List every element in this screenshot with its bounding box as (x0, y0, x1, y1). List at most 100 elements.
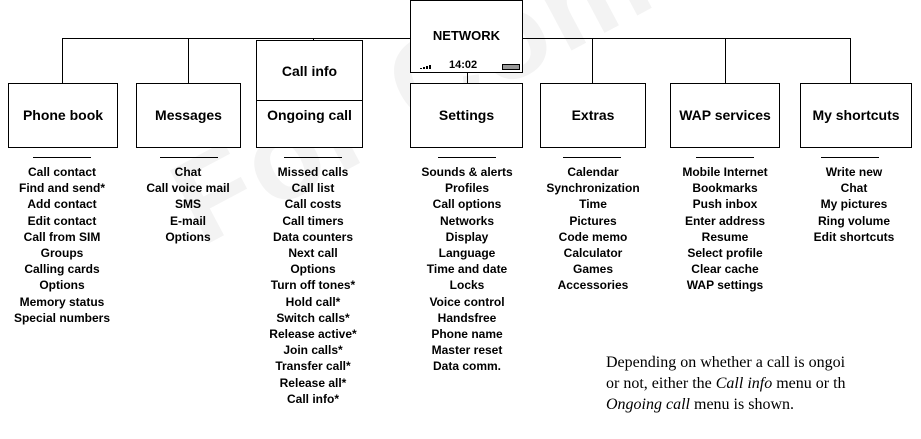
list-item: Time (579, 197, 607, 212)
list-item: Options (165, 229, 211, 244)
list-item: Missed calls (277, 165, 349, 179)
list-ongoing-call: Missed calls Call list Call costs Call t… (252, 164, 374, 407)
network-root-node: NETWORK 14:02 (410, 0, 523, 73)
list-item: Switch calls* (276, 310, 350, 325)
list-item: Voice control (429, 294, 505, 309)
list-item: Ring volume (817, 213, 890, 228)
connector-wap-services (725, 38, 726, 84)
list-item: Memory status (19, 294, 105, 309)
list-item: Chat (840, 181, 868, 196)
list-item: Calendar (567, 165, 619, 179)
list-extras: Calendar Synchronization Time Pictures C… (532, 164, 654, 294)
list-item: My pictures (820, 197, 888, 212)
separator-extras (563, 157, 621, 158)
list-item: SMS (174, 197, 201, 212)
note-line-1: Depending on whether a call is ongoi (606, 354, 846, 371)
note-line-3-tail: menu is shown. (690, 396, 794, 413)
list-item: Call costs (284, 197, 342, 212)
list-item: Data comm. (432, 359, 502, 374)
list-item: Call from SIM (23, 229, 101, 244)
list-item: Accessories (557, 278, 629, 293)
list-item: Phone name (431, 327, 503, 342)
list-item: Add contact (27, 197, 97, 212)
menu-my-shortcuts: My shortcuts (800, 83, 912, 148)
note-line-2-text: or not, either the (606, 375, 716, 392)
list-item: Join calls* (283, 343, 343, 358)
list-item: Select profile (687, 246, 763, 261)
list-item: Special numbers (13, 310, 111, 325)
list-item: Games (572, 262, 614, 277)
list-item: Release all* (279, 375, 347, 390)
list-item: Edit contact (27, 213, 97, 228)
list-item: Call voice mail (146, 181, 230, 196)
note-ongoing-call-emphasis: Ongoing call (606, 396, 690, 413)
list-item: Profiles (444, 181, 489, 196)
menu-settings: Settings (410, 83, 523, 148)
list-item: Locks (449, 278, 485, 293)
menu-wap-services: WAP services (670, 83, 780, 148)
note-call-info-emphasis: Call info (715, 375, 773, 392)
list-item: Enter address (684, 213, 766, 228)
list-item: Calculator (563, 246, 623, 261)
list-item: Clear cache (691, 262, 759, 277)
list-item: Call options (432, 197, 502, 212)
list-item: Sounds & alerts (421, 165, 513, 179)
list-item: Write new (825, 165, 883, 179)
list-item: Mobile Internet (682, 165, 768, 179)
list-item: Call info* (286, 391, 339, 406)
menu-extras: Extras (540, 83, 646, 148)
list-item: Groups (40, 246, 84, 261)
list-item: Language (438, 246, 496, 261)
list-phone-book: Call contact Find and send* Add contact … (2, 164, 122, 326)
list-item: Transfer call* (275, 359, 351, 374)
list-wap-services: Mobile Internet Bookmarks Push inbox Ent… (664, 164, 786, 294)
note-line-2: or not, either the Call info menu or th (606, 373, 921, 394)
list-item: Calling cards (24, 262, 100, 277)
list-item: E-mail (169, 213, 206, 228)
list-item: Pictures (569, 213, 617, 228)
list-item: Display (445, 229, 489, 244)
list-item: WAP settings (686, 278, 764, 293)
connector-my-shortcuts (850, 38, 851, 84)
list-item: Handsfree (437, 310, 497, 325)
list-item: Data counters (272, 229, 354, 244)
list-item: Resume (701, 229, 749, 244)
list-item: Bookmarks (692, 181, 758, 196)
separator-messages (160, 157, 218, 158)
menu-messages: Messages (136, 83, 241, 148)
list-item: Code memo (558, 229, 628, 244)
clock-time: 14:02 (449, 59, 478, 71)
note-line-2-tail: menu or th (772, 375, 846, 392)
list-item: Master reset (431, 343, 503, 358)
list-item: Next call (288, 246, 338, 261)
list-my-shortcuts: Write new Chat My pictures Ring volume E… (796, 164, 912, 245)
list-settings: Sounds & alerts Profiles Call options Ne… (404, 164, 530, 375)
list-item: Turn off tones* (270, 278, 356, 293)
separator-settings (438, 157, 496, 158)
list-item: Options (290, 262, 336, 277)
battery-icon (502, 64, 520, 70)
separator-my-shortcuts (821, 157, 879, 158)
list-item: Time and date (426, 262, 508, 277)
connector-extras (592, 38, 593, 84)
call-info-node: Call info (256, 40, 363, 101)
list-item: Call timers (282, 213, 344, 228)
separator-ongoing-call (284, 157, 342, 158)
separator-phone-book (33, 157, 91, 158)
list-item: Release active* (269, 327, 357, 342)
list-item: Synchronization (546, 181, 640, 196)
list-item: Hold call* (285, 294, 341, 309)
list-messages: Chat Call voice mail SMS E-mail Options (128, 164, 248, 245)
separator-wap-services (696, 157, 754, 158)
list-item: Networks (439, 213, 495, 228)
list-item: Chat (174, 165, 202, 179)
list-item: Find and send* (18, 181, 105, 196)
list-item: Call list (291, 181, 335, 196)
connector-phone-book (62, 38, 63, 84)
list-item: Call contact (27, 165, 96, 179)
note-line-3: Ongoing call menu is shown. (606, 394, 921, 415)
connector-messages (188, 38, 189, 84)
list-item: Options (39, 278, 85, 293)
network-label: NETWORK (432, 28, 501, 43)
signal-strength-icon (420, 64, 432, 69)
